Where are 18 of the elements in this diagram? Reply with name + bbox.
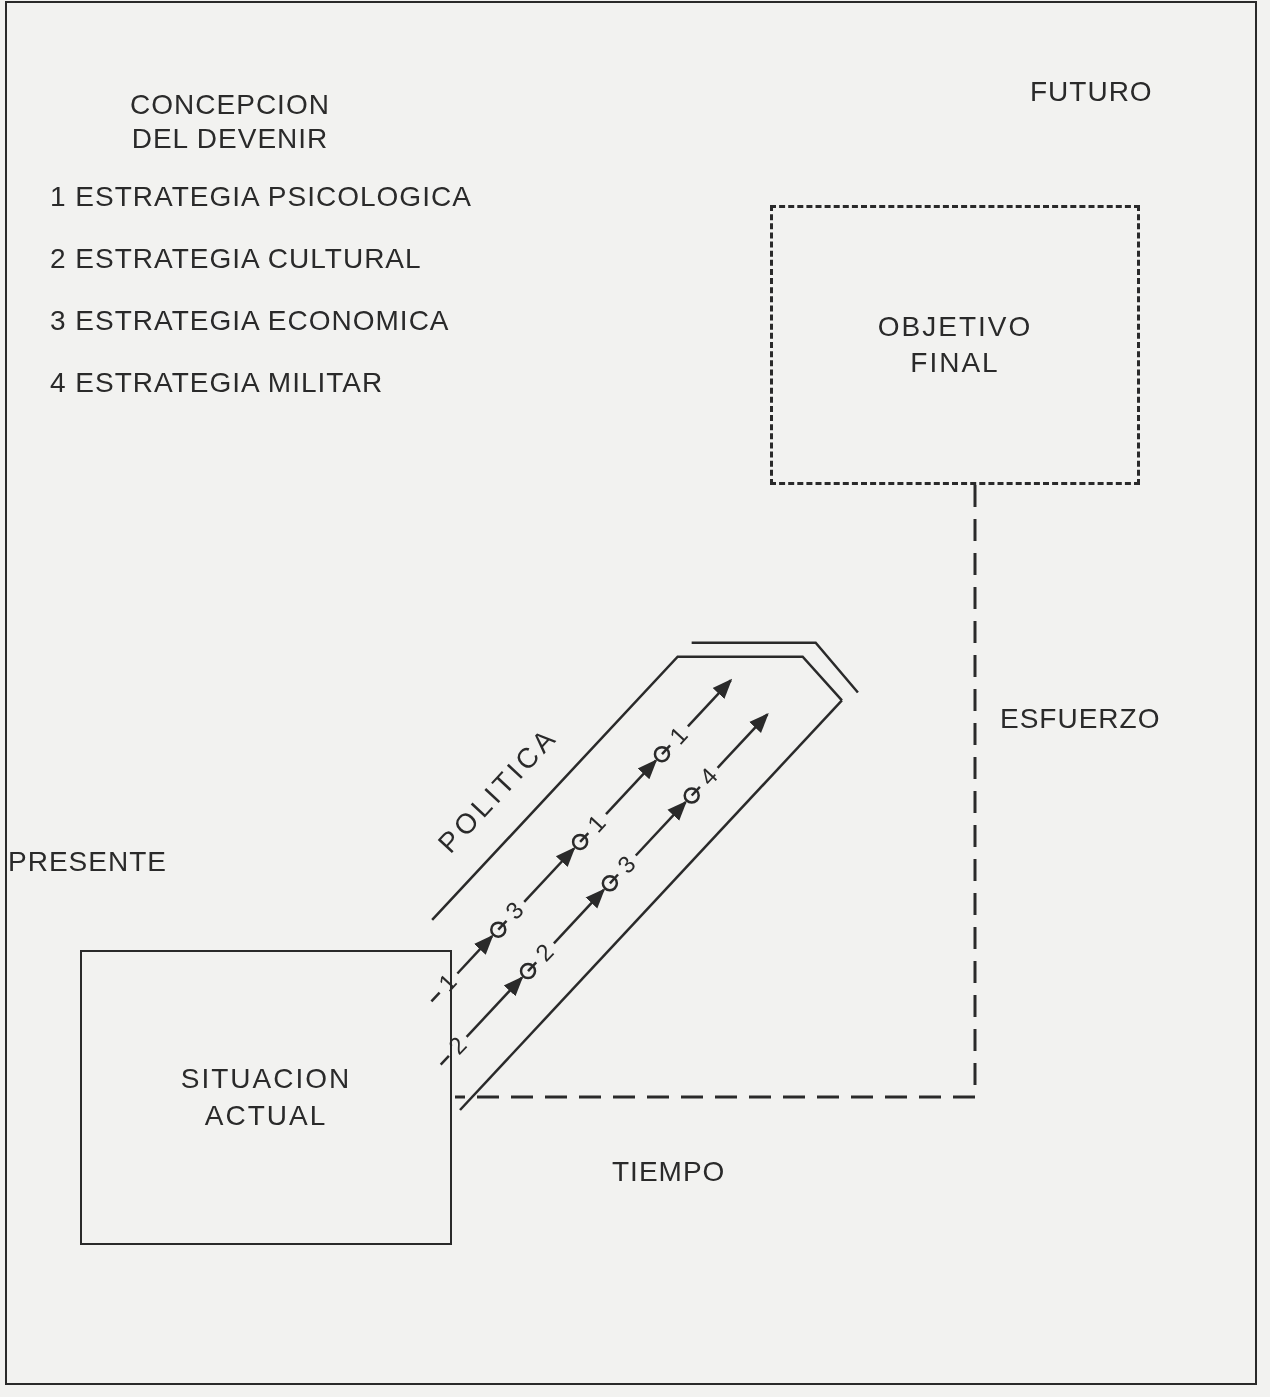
strategy-number: 1	[582, 808, 612, 839]
strategy-item: 4 ESTRATEGIA MILITAR	[50, 366, 384, 400]
diagram-title: CONCEPCION DEL DEVENIR	[129, 88, 331, 156]
strategy-item: 1 ESTRATEGIA PSICOLOGICA	[50, 180, 472, 214]
axis-label: PRESENTE	[8, 845, 167, 879]
strategy-item: 2 ESTRATEGIA CULTURAL	[50, 242, 422, 276]
strategy-number: 3	[500, 896, 531, 927]
node-label: OBJETIVO FINAL	[876, 309, 1034, 380]
dashed-goal-box	[770, 205, 1140, 485]
strategy-number: 4	[693, 762, 724, 792]
axis-label: FUTURO	[1030, 75, 1153, 109]
node-label: SITUACION ACTUAL	[179, 1062, 353, 1133]
strategy-number: 2	[530, 938, 560, 968]
strategy-item: 3 ESTRATEGIA ECONOMICA	[50, 304, 450, 338]
strategy-number: 1	[663, 721, 694, 751]
strategy-number: 3	[611, 850, 642, 880]
axis-label: ESFUERZO	[1000, 702, 1161, 736]
axis-label: TIEMPO	[612, 1155, 726, 1189]
